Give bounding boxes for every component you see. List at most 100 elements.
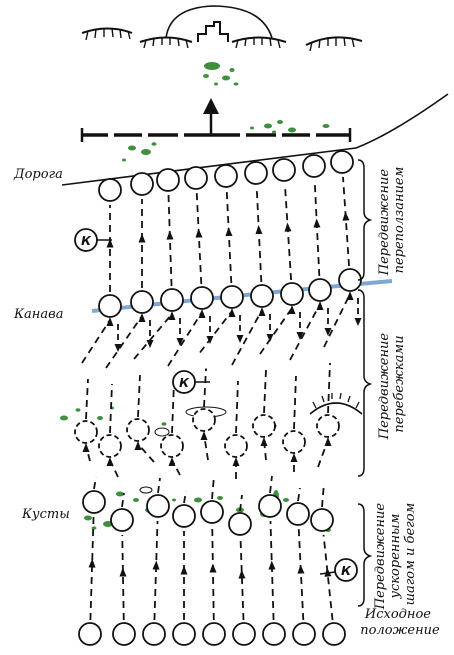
route-dash-upper-3 — [133, 313, 173, 418]
soldier-bushes-5 — [200, 500, 224, 524]
route-crawl-5 — [225, 190, 233, 284]
stage-start-line-1: Исходное — [364, 607, 431, 622]
commander-mark-middle-label: К — [179, 376, 190, 390]
attack-direction-arrow — [203, 98, 219, 134]
route-dash-upper-6-arrowhead — [258, 307, 266, 316]
route-dash-lower-5-arrowhead — [200, 431, 208, 440]
route-dash-upper-5 — [199, 310, 233, 408]
route-crawl-8-arrowhead — [313, 218, 321, 228]
bunker-icon — [197, 21, 229, 42]
road — [61, 93, 449, 186]
route-crawl-9 — [342, 176, 350, 267]
road-label: Дорога — [13, 167, 63, 182]
soldier-road-7 — [272, 158, 296, 182]
soldier-ditch-4 — [190, 286, 214, 310]
brace-walk — [357, 503, 373, 607]
route-dash-lower-4 — [171, 459, 187, 504]
bush-cluster-road — [122, 142, 157, 162]
route-dash-upper-1 — [81, 319, 111, 420]
soldier-start-9 — [322, 622, 346, 646]
communication-line — [165, 5, 273, 39]
route-walk-9 — [322, 534, 334, 621]
enemy-position — [81, 5, 363, 52]
route-walk-7 — [269, 520, 275, 621]
soldier-bushes-8 — [286, 502, 310, 526]
soldier-ditch-7 — [280, 282, 304, 306]
soldier-road-1 — [98, 178, 122, 202]
commander-mark-middle: К — [172, 370, 210, 394]
route-dash-upper-2 — [105, 315, 143, 434]
wire-obstacle — [309, 392, 363, 415]
soldier-road-8 — [302, 154, 326, 178]
dash-hook-6-arrowhead — [266, 334, 274, 342]
route-dash-upper-9-arrowhead — [346, 291, 354, 300]
soldier-start-5 — [202, 622, 226, 646]
route-dash-lower-3 — [137, 443, 161, 494]
route-walk-8-arrowhead — [297, 564, 305, 574]
route-walk-6-arrowhead — [238, 569, 246, 579]
soldier-start-8 — [292, 622, 316, 646]
soldier-ditch-5 — [220, 285, 244, 309]
route-dash-upper-6 — [231, 309, 263, 434]
route-dash-upper-7-arrowhead — [288, 305, 296, 314]
soldier-dash-6 — [224, 434, 248, 458]
stage-dash-line-2: перебежками — [392, 335, 407, 432]
route-crawl-7-arrowhead — [284, 222, 292, 232]
route-crawl-4-arrowhead — [195, 228, 203, 238]
route-crawl-7 — [284, 184, 292, 281]
route-dash-upper-4 — [167, 311, 203, 434]
soldier-dash-9 — [316, 414, 340, 438]
soldier-start-1 — [78, 622, 102, 646]
soldier-bushes-2 — [110, 508, 134, 532]
soldier-road-4 — [184, 166, 208, 190]
route-walk-7-arrowhead — [268, 560, 276, 570]
ditch-label: Канава — [13, 307, 63, 322]
stage-dash-line-1: Передвижение — [377, 333, 392, 441]
trench-left — [81, 27, 133, 41]
route-dash-lower-7 — [263, 439, 273, 494]
soldier-road-5 — [214, 164, 238, 188]
brace-dash — [357, 289, 373, 477]
stage-walk-line-3: шагом и бегом — [403, 503, 418, 606]
trench-center-left — [139, 36, 193, 49]
stage-walk-line-2: ускоренным — [388, 514, 403, 600]
route-dash-lower-2-arrowhead — [106, 457, 114, 466]
route-dash-upper-4-arrowhead — [198, 309, 206, 318]
soldier-start-3 — [142, 622, 166, 646]
soldier-dash-7 — [252, 414, 276, 438]
route-dash-upper-8 — [289, 303, 321, 430]
soldier-dash-5 — [192, 408, 216, 432]
route-crawl-8 — [313, 180, 321, 277]
route-dash-upper-7 — [259, 307, 293, 414]
stage-crawl-line-2: переползанием — [392, 167, 407, 274]
stage-dash-label: Передвижение перебежками — [377, 329, 407, 440]
route-dash-upper-2-arrowhead — [138, 313, 146, 322]
soldier-ditch-3 — [160, 288, 184, 312]
assault-line — [80, 128, 352, 142]
route-dash-lower-4-arrowhead — [168, 457, 176, 466]
stage-walk-line-1: Передвижение — [373, 503, 388, 611]
soldier-bushes-3 — [146, 494, 170, 518]
soldier-start-6 — [232, 622, 256, 646]
route-dash-lower-6 — [235, 460, 243, 512]
soldier-bushes-6 — [228, 512, 252, 536]
route-walk-8 — [297, 528, 305, 621]
soldier-road-2 — [130, 172, 154, 196]
stage-braces — [357, 159, 373, 607]
route-dash-upper-5-arrowhead — [228, 308, 236, 317]
route-dash-lower-2 — [109, 459, 125, 508]
soldier-road-9 — [330, 150, 354, 174]
trench-center-right — [231, 36, 287, 49]
soldier-dash-4 — [160, 434, 184, 458]
soldier-bushes-1 — [82, 490, 106, 514]
soldier-dash-3 — [126, 418, 150, 442]
trench-right — [305, 36, 363, 52]
route-walk-6 — [239, 538, 245, 621]
route-walk-5 — [211, 526, 215, 621]
route-dash-lower-7-arrowhead — [260, 437, 268, 446]
route-dash-lower-8-arrowhead — [290, 453, 298, 462]
bush-cluster-top — [203, 62, 239, 86]
soldier-ditch-8 — [308, 278, 332, 302]
